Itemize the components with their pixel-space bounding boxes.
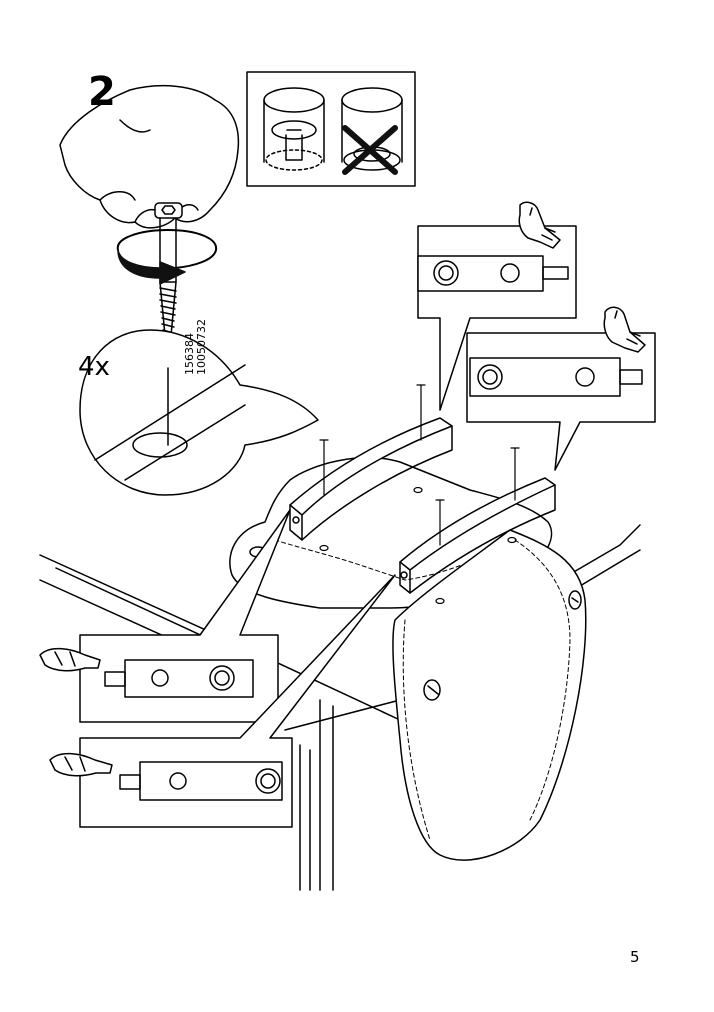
pointing-hand-icon — [603, 306, 646, 353]
detail-circle — [79, 329, 319, 496]
pointing-hand-icon — [39, 647, 101, 672]
pointing-hand-icon — [518, 201, 561, 249]
part-number-label: 156384 10050732 — [183, 285, 208, 375]
rotate-arrow-icon — [116, 229, 218, 285]
part-number-2: 10050732 — [195, 319, 208, 375]
rail-icon — [289, 417, 556, 594]
pointing-hand-icon — [49, 752, 113, 777]
wrong-cross-icon — [342, 125, 398, 175]
correct-incorrect-box — [246, 71, 416, 187]
detail-box-top — [417, 225, 577, 411]
hand-icon — [59, 84, 240, 229]
cushion-icon — [229, 456, 587, 861]
screw-icon — [319, 384, 520, 605]
page-number: 5 — [630, 948, 640, 966]
detail-box-left-top — [79, 509, 291, 723]
step-number: 2 — [88, 69, 116, 115]
quantity-label: 4x — [78, 352, 110, 382]
detail-box-left-bottom — [79, 574, 396, 828]
detail-box-right — [466, 332, 656, 471]
